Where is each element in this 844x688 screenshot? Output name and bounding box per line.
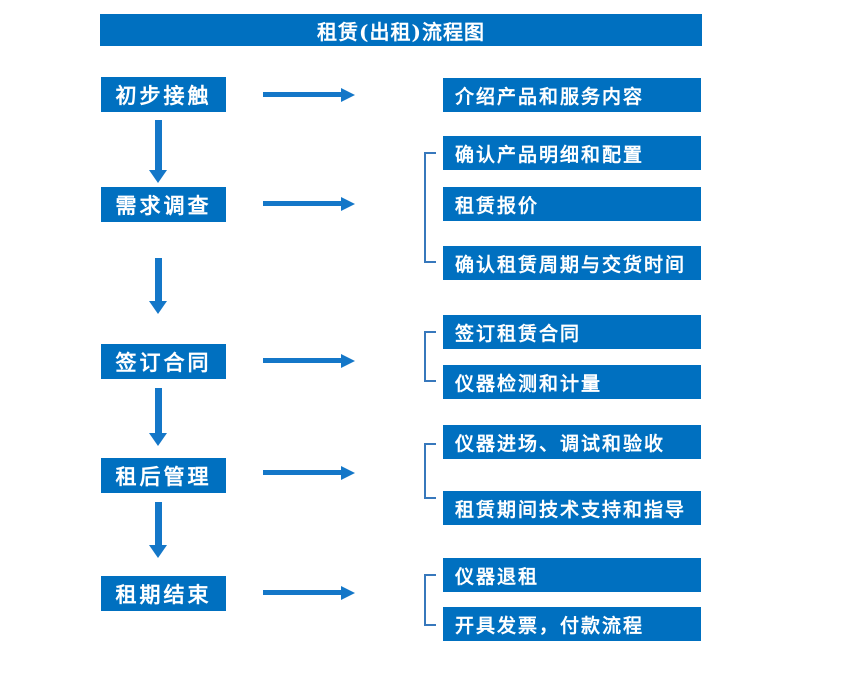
arrow-head xyxy=(149,545,167,558)
step-box: 需求调查 xyxy=(101,187,226,222)
output-box: 仪器退租 xyxy=(443,558,701,592)
arrow-head xyxy=(149,433,167,446)
down-arrow-icon xyxy=(149,120,167,183)
arrow-shaft xyxy=(155,388,162,434)
arrow-head xyxy=(341,466,355,480)
page-title: 租赁(出租)流程图 xyxy=(317,19,485,44)
arrow-shaft xyxy=(155,120,162,171)
step-box: 租期结束 xyxy=(101,576,226,611)
step-box: 租后管理 xyxy=(101,458,226,493)
arrow-shaft xyxy=(263,92,343,97)
group-bracket xyxy=(424,152,436,263)
arrow-head xyxy=(341,354,355,368)
right-arrow-icon xyxy=(263,466,355,480)
arrow-shaft xyxy=(263,358,343,363)
output-box: 租赁报价 xyxy=(443,187,701,221)
right-arrow-icon xyxy=(263,197,355,211)
right-arrow-icon xyxy=(263,354,355,368)
group-bracket xyxy=(424,574,436,626)
output-box: 签订租赁合同 xyxy=(443,315,701,349)
arrow-head xyxy=(341,88,355,102)
output-box: 租赁期间技术支持和指导 xyxy=(443,491,701,525)
right-arrow-icon xyxy=(263,586,355,600)
arrow-shaft xyxy=(155,502,162,546)
arrow-shaft xyxy=(155,258,162,302)
arrow-head xyxy=(149,170,167,183)
output-box: 仪器进场、调试和验收 xyxy=(443,425,701,459)
arrow-head xyxy=(149,301,167,314)
down-arrow-icon xyxy=(149,388,167,446)
output-box: 介绍产品和服务内容 xyxy=(443,78,701,112)
arrow-shaft xyxy=(263,470,343,475)
arrow-shaft xyxy=(263,590,343,595)
right-arrow-icon xyxy=(263,88,355,102)
step-box: 签订合同 xyxy=(101,344,226,379)
group-bracket xyxy=(424,443,436,499)
output-box: 仪器检测和计量 xyxy=(443,365,701,399)
output-box: 确认租赁周期与交货时间 xyxy=(443,246,701,280)
group-bracket xyxy=(424,331,436,382)
down-arrow-icon xyxy=(149,502,167,558)
arrow-head xyxy=(341,197,355,211)
down-arrow-icon xyxy=(149,258,167,314)
arrow-head xyxy=(341,586,355,600)
title-banner: 租赁(出租)流程图 xyxy=(100,14,702,46)
step-box: 初步接触 xyxy=(101,77,226,112)
output-box: 确认产品明细和配置 xyxy=(443,136,701,170)
arrow-shaft xyxy=(263,201,343,206)
output-box: 开具发票，付款流程 xyxy=(443,607,701,641)
